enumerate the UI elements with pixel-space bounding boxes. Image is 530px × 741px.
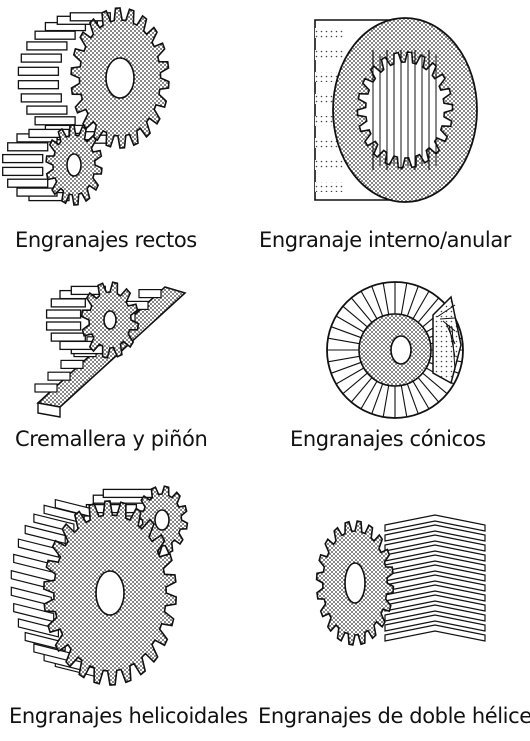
small-helical-gear-side-tooth <box>103 489 153 497</box>
small-helical-gear-hub <box>155 510 169 530</box>
rack-tooth <box>61 360 83 368</box>
caption-herringbone-gear: Engranajes de doble hélice <box>258 704 530 728</box>
pinion-gear-side-tooth <box>51 333 85 341</box>
caption-bevel-gears: Engranajes cónicos <box>290 427 486 451</box>
large-spur-gear-side-tooth <box>27 42 67 50</box>
herringbone-gear-illustration <box>265 465 530 700</box>
ring-gear <box>315 18 477 202</box>
helical-gears-drawing <box>0 465 265 700</box>
large-spur-gear-side-tooth <box>18 81 58 89</box>
large-spur-gear-hub <box>106 58 134 98</box>
helical-gears-illustration <box>0 465 265 700</box>
caption-rack-pinion: Cremallera y piñón <box>15 427 207 451</box>
ring-gear-side-stripe <box>315 50 345 60</box>
ring-gear-side-stripe <box>315 182 345 192</box>
pinion-gear-side-tooth <box>51 299 85 307</box>
bevel-gear-hub <box>391 336 411 364</box>
large-helical-gear <box>11 500 176 685</box>
rack-tooth <box>35 384 57 392</box>
large-spur-gear <box>18 8 169 148</box>
large-helical-gear-slanted-tooth <box>18 539 58 557</box>
small-spur-gear-hub <box>67 154 81 176</box>
small-spur-gear-side-tooth <box>8 179 48 187</box>
herringbone-gear-drawing <box>265 465 530 700</box>
pinion-gear-side-tooth <box>47 322 81 330</box>
large-helical-gear-hub <box>96 571 124 615</box>
double-helical-gear <box>317 515 485 645</box>
small-spur-gear-side-tooth <box>8 143 48 151</box>
pinion-gear-hub <box>104 311 116 329</box>
rack-tooth <box>48 372 70 380</box>
bevel-gears-drawing <box>265 265 530 425</box>
pinion-gear-side-tooth <box>60 341 94 349</box>
bevel-gears-illustration <box>265 265 530 425</box>
bevel-gear <box>327 282 463 418</box>
caption-internal-gear: Engranaje interno/anular <box>259 228 511 252</box>
rack-pinion-drawing <box>0 265 265 425</box>
large-spur-gear-side-tooth <box>27 106 67 114</box>
rack-tooth <box>139 290 161 298</box>
caption-helical-gears: Engranajes helicoidales <box>9 704 248 728</box>
rack-pinion-illustration <box>0 265 265 425</box>
large-spur-gear-side-tooth <box>18 67 58 75</box>
large-spur-gear-side-tooth <box>21 94 61 102</box>
small-spur-gear-side-tooth <box>3 167 43 175</box>
small-spur-gear-side-tooth <box>17 188 57 196</box>
pinion-gear-side-tooth <box>47 310 81 318</box>
large-spur-gear-side-tooth <box>21 54 61 62</box>
large-spur-gear-side-tooth <box>35 117 75 125</box>
internal-gear-illustration <box>265 0 530 225</box>
caption-spur-gears: Engranajes rectos <box>15 228 197 252</box>
ring-gear-side-stripe <box>315 28 345 38</box>
large-spur-gear-side-tooth <box>35 31 75 39</box>
spur-gears-illustration <box>0 0 265 225</box>
double-helical-gear-hub <box>345 563 365 603</box>
small-spur-gear-side-tooth <box>3 155 43 163</box>
internal-gear-drawing <box>265 0 530 225</box>
spur-gears-drawing <box>0 0 265 225</box>
ring-gear-side-stripe <box>315 160 345 170</box>
